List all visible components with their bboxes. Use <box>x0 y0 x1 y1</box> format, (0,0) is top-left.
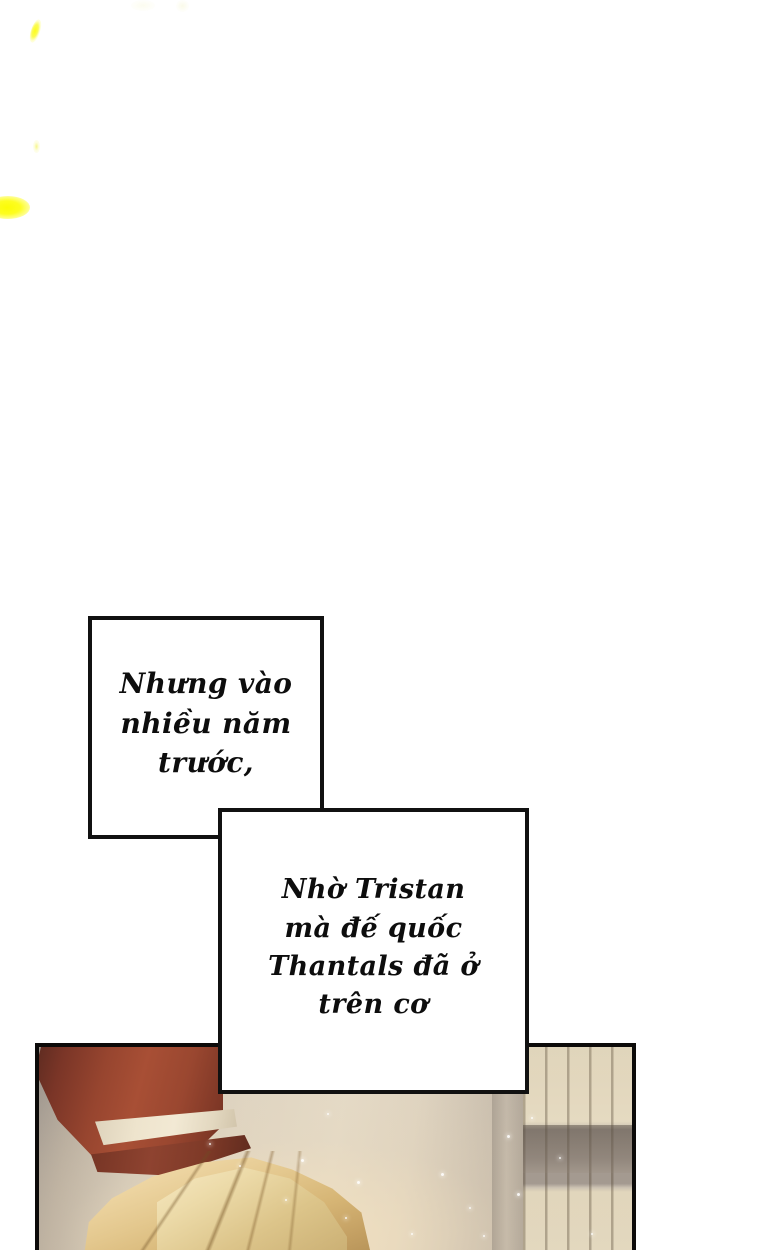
speech-bubble-narration-1: Nhưng vào nhiều năm trước, <box>88 616 324 839</box>
sparkle-top-center-b-icon <box>176 0 189 12</box>
light-mote <box>469 1207 471 1209</box>
light-mote <box>209 1143 211 1145</box>
speech-bubble-narration-2: Nhờ Tristan mà đế quốc Thantals đã ở trê… <box>218 808 529 1094</box>
light-mote <box>507 1135 510 1138</box>
light-mote <box>301 1159 304 1162</box>
sparkle-left-edge-icon <box>0 196 30 219</box>
light-mote <box>411 1233 413 1235</box>
light-mote <box>559 1157 561 1159</box>
light-mote <box>591 1233 593 1235</box>
light-mote <box>239 1165 241 1167</box>
bookshelf-shadow <box>523 1125 632 1173</box>
light-mote <box>345 1217 347 1219</box>
sparkle-top-center-a-icon <box>131 0 155 11</box>
light-mote <box>483 1235 485 1237</box>
speech-bubble-1-text: Nhưng vào nhiều năm trước, <box>119 666 293 780</box>
sparkle-mid-left-icon <box>33 140 40 153</box>
light-mote <box>517 1193 520 1196</box>
speech-bubble-2-text: Nhờ Tristan mà đế quốc Thantals đã ở trê… <box>268 874 479 1021</box>
hair-strand-lines <box>109 1151 359 1250</box>
light-mote <box>531 1117 533 1119</box>
sparkle-top-left-icon <box>27 18 44 44</box>
light-mote <box>327 1113 329 1115</box>
light-mote <box>285 1199 287 1201</box>
light-mote <box>357 1181 360 1184</box>
light-mote <box>441 1173 444 1176</box>
